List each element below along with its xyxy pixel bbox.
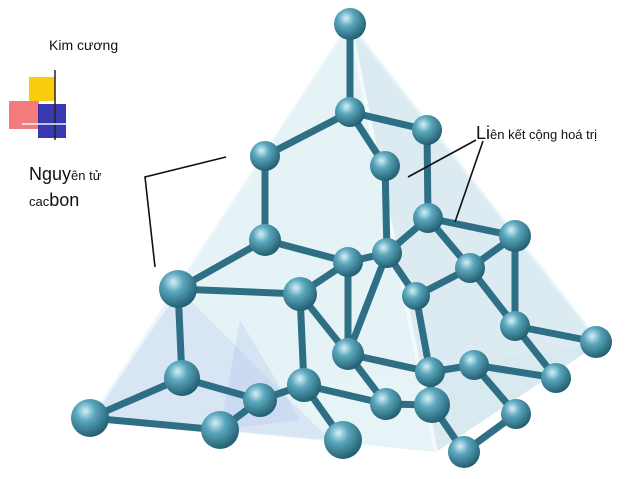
carbon-atom-2: [412, 115, 442, 145]
bond-43: [174, 285, 304, 298]
bond-41: [344, 249, 391, 358]
covalent-bond-label-small: ên kết cộng hoá trị: [490, 127, 597, 142]
bond-callout-line-1: [407, 139, 477, 178]
carbon-atom-label-line1: Nguyên tử: [29, 165, 101, 184]
carbon-atom-label-big2: bon: [49, 190, 80, 210]
carbon-atom-label-small: ên tử: [71, 168, 102, 183]
carbon-atom-9: [333, 247, 363, 277]
carbon-atom-7: [249, 224, 281, 256]
carbon-atom-6: [499, 220, 531, 252]
carbon-atom-10: [455, 253, 485, 283]
covalent-bond-label-big: Li: [476, 123, 491, 143]
covalent-bond-label: Liên kết cộng hoá trị: [476, 124, 597, 143]
carbon-atom-13: [402, 282, 430, 310]
carbon-atom-24: [370, 388, 402, 420]
carbon-atom-29: [448, 436, 480, 468]
carbon-atom-25: [414, 387, 450, 423]
carbon-atom-0: [334, 8, 366, 40]
atom-callout-line: [144, 156, 227, 268]
carbon-atom-26: [501, 399, 531, 429]
carbon-atom-17: [459, 350, 489, 380]
carbon-atom-18: [164, 360, 200, 396]
carbon-atom-19: [287, 368, 321, 402]
carbon-atom-27: [201, 411, 239, 449]
carbon-atom-16: [332, 338, 364, 370]
carbon-atom-28: [324, 421, 362, 459]
carbon-atom-21: [541, 363, 571, 393]
bond-2: [261, 108, 354, 160]
carbon-atom-3: [250, 141, 280, 171]
bond-35: [86, 414, 224, 434]
carbon-atom-8: [372, 238, 402, 268]
carbon-atom-14: [500, 311, 530, 341]
carbon-atom-4: [370, 151, 400, 181]
carbon-atom-20: [415, 357, 445, 387]
carbon-atom-22: [71, 399, 109, 437]
diagram-title: Kim cương: [49, 37, 119, 53]
bond-callout-line-2: [454, 140, 484, 223]
carbon-atom-1: [335, 97, 365, 127]
carbon-atom-label-big: Nguy: [29, 164, 72, 184]
carbon-atom-label-line2: cacbon: [29, 191, 79, 210]
carbon-atom-label-small2: cac: [29, 194, 50, 209]
carbon-atom-5: [413, 203, 443, 233]
carbon-atom-11: [159, 270, 197, 308]
carbon-atom-12: [283, 277, 317, 311]
carbon-atom-15: [580, 326, 612, 358]
callout-lines: [144, 139, 484, 268]
slide-logo: [9, 70, 66, 140]
carbon-atoms: [71, 8, 612, 468]
carbon-atom-23: [243, 383, 277, 417]
